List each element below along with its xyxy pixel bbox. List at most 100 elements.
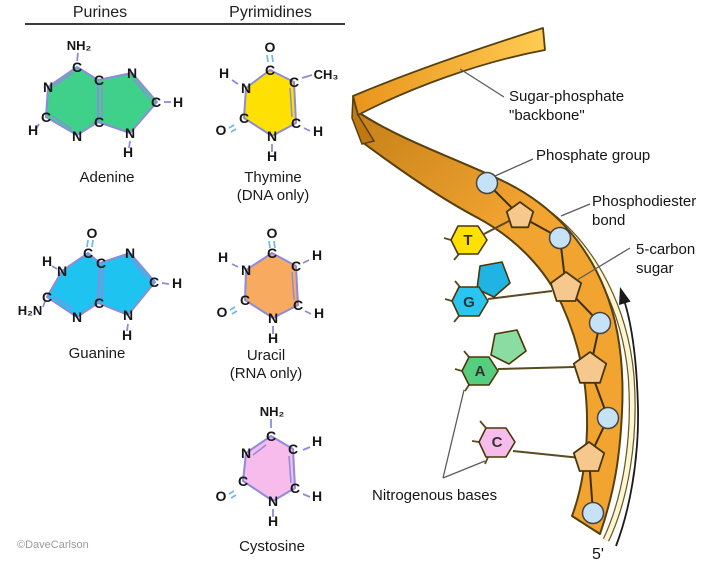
five-carbon-line2: sugar (636, 260, 674, 277)
atom-label: N (241, 262, 251, 278)
atom-label: C (291, 115, 301, 131)
adenine-label: Adenine (79, 169, 135, 186)
sugar-phosphate-line1: Sugar-phosphate (509, 88, 625, 105)
atom-label: H (122, 327, 132, 343)
atom-label: H (312, 247, 322, 263)
arrowhead-icon (619, 287, 631, 305)
atom-label: N (125, 125, 135, 141)
atom-label: C (288, 441, 298, 457)
five-prime-label: 5' (592, 546, 604, 563)
five-carbon-line1: 5-carbon (636, 241, 696, 258)
guanine-pentagon (97, 252, 156, 316)
adenine-structure: NH₂ C N C H N C C N C H N H (28, 38, 183, 160)
atom-label: CH₃ (314, 67, 339, 82)
atom-label: H (42, 253, 52, 269)
atom-label: NH₂ (260, 404, 285, 419)
base-g-pentagon (476, 261, 511, 298)
base-c-letter: C (492, 434, 503, 451)
ribbon-top-band (352, 27, 546, 116)
uracil-name: Uracil (246, 347, 286, 364)
backbone-illustration: T G A C (351, 27, 639, 547)
nitrogenous-bases-group (450, 225, 527, 458)
atom-label: N (72, 128, 82, 144)
atom-label: C (94, 72, 104, 88)
base-a-hexagon (461, 356, 499, 386)
cystosine-double-bonds (252, 444, 292, 484)
direction-arrow (615, 287, 639, 547)
cystosine-structure: NH₂ C C H C H N H C O N (216, 404, 323, 529)
atom-label: O (87, 225, 98, 241)
adenine-bonds (35, 52, 171, 149)
atom-label: O (267, 225, 278, 241)
uracil-bonds (229, 240, 312, 334)
atom-label: H (219, 65, 229, 81)
atom-label: C (266, 428, 276, 444)
atom-label: C (289, 74, 299, 90)
atom-label: N (123, 307, 133, 323)
atom-label: N (268, 493, 278, 509)
pointer-lines (442, 68, 631, 479)
atom-label: C (83, 245, 93, 261)
sugar-pentagon (572, 351, 608, 384)
cystosine-label: Cystosine (239, 538, 305, 555)
adenine-atom-labels: NH₂ C N C H N C C N C H N H (28, 38, 183, 160)
atom-label: H (173, 94, 183, 110)
atom-label: O (216, 122, 227, 138)
atom-label: C (151, 94, 161, 110)
atom-label: H (268, 330, 278, 346)
sugar-pentagon (549, 271, 583, 302)
atom-label: H (28, 122, 38, 138)
phosphate-circle (581, 501, 605, 525)
atom-label: C (291, 258, 301, 274)
ribbon-main-band (357, 111, 624, 535)
atom-label: O (217, 304, 228, 320)
atom-label: N (125, 245, 135, 261)
base-a-pentagon (490, 329, 527, 365)
phosphodiester-line2: bond (592, 212, 626, 229)
guanine-bonds (42, 239, 170, 332)
atom-label: C (267, 245, 277, 261)
phosphate-circle (596, 406, 620, 430)
adenine-double-bonds (51, 72, 150, 130)
base-a-letter: A (475, 363, 486, 380)
thymine-note: (DNA only) (236, 187, 310, 204)
thymine-hexagon (243, 69, 297, 137)
thymine-atom-labels: O C C CH₃ C H N H C O N H (216, 39, 339, 164)
phosphate-circle (475, 171, 499, 195)
atom-label: N (267, 128, 277, 144)
uracil-label: Uracil (RNA only) (206, 347, 326, 383)
uracil-note: (RNA only) (229, 365, 303, 382)
cystosine-bonds (228, 419, 311, 517)
atom-label: C (238, 473, 248, 489)
atom-label: C (96, 255, 106, 271)
base-ticks (443, 237, 489, 465)
atom-label: H (218, 249, 228, 265)
guanine-structure: O C N H C H₂N N C C N C H N H (18, 225, 182, 343)
guanine-label: Guanine (68, 345, 126, 362)
base-t-hexagon (450, 225, 488, 255)
sugar-phosphate-label: Sugar-phosphate "backbone" (509, 87, 624, 125)
atom-label: H (313, 123, 323, 139)
atom-label: H (312, 433, 322, 449)
atom-label: C (293, 297, 303, 313)
atom-label: C (94, 295, 104, 311)
atom-label: C (290, 480, 300, 496)
phosphate-group-label: Phosphate group (536, 147, 651, 164)
atom-label: C (149, 274, 159, 290)
base-connectors (483, 219, 582, 459)
five-carbon-sugar-label: 5-carbon sugar (636, 240, 695, 278)
uracil-atom-labels: O C C H C H N H C O N H (217, 225, 325, 346)
phosphate-circle (548, 226, 572, 250)
phosphate-circle (588, 311, 612, 335)
base-letters: T G A C (463, 232, 502, 451)
nitrogenous-bases-label: Nitrogenous bases (372, 487, 498, 504)
phosphodiester-line1: Phosphodiester (592, 193, 697, 210)
atom-label: H (267, 148, 277, 164)
atom-label: C (94, 114, 104, 130)
thymine-structure: O C C CH₃ C H N H C O N H (216, 39, 339, 164)
sugar-pentagon (572, 441, 606, 472)
sugar-pentagon (505, 201, 535, 229)
base-g-hexagon (451, 286, 489, 317)
atom-label: H (314, 305, 324, 321)
